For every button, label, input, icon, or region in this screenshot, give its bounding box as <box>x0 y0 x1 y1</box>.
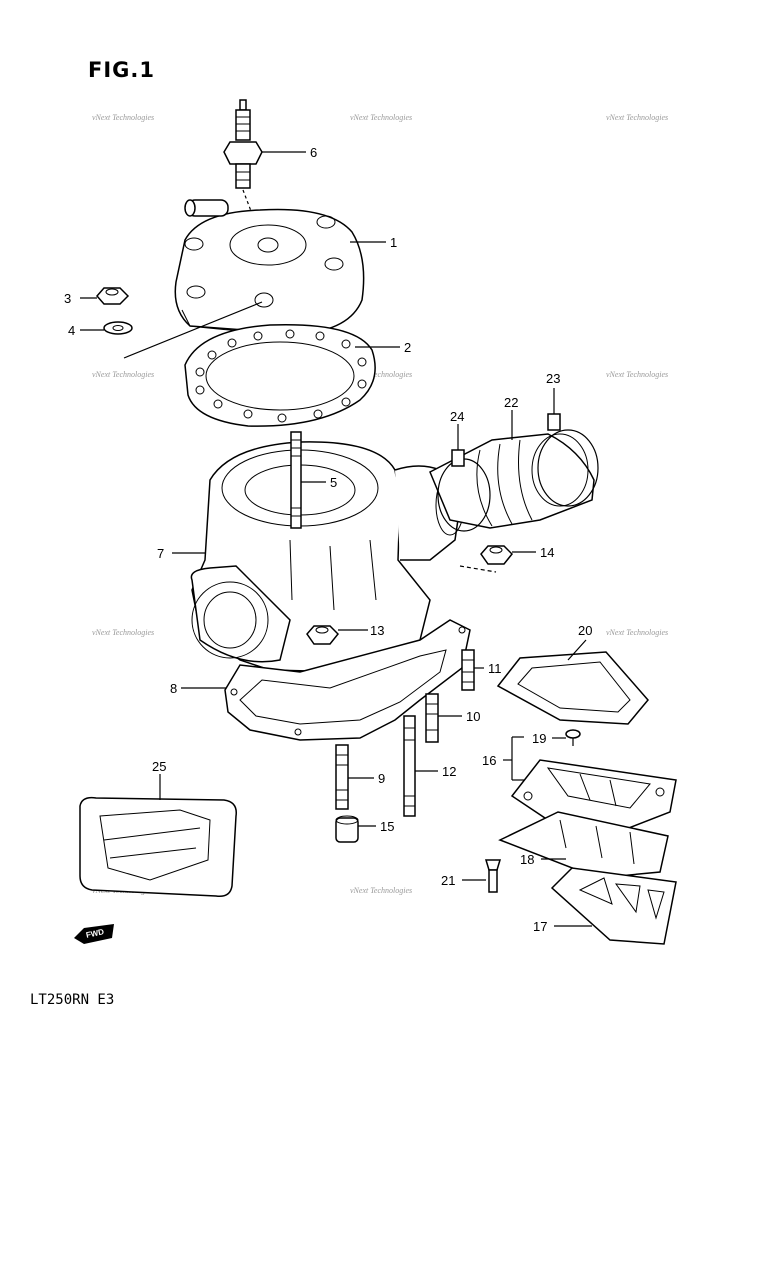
stud-9-part <box>335 744 349 810</box>
callout-5: 5 <box>330 475 338 490</box>
callout-11: 11 <box>488 661 502 676</box>
intake-pipe-part <box>429 433 595 529</box>
model-code: LT250RN E3 <box>30 992 115 1008</box>
callout-21: 21 <box>441 873 456 888</box>
clamp-24-part <box>437 449 491 532</box>
callout-13: 13 <box>370 623 385 638</box>
cylinder-head-part <box>174 199 365 335</box>
callout-15: 15 <box>380 819 395 834</box>
callout-25: 25 <box>152 759 167 774</box>
callout-7: 7 <box>157 546 165 561</box>
fwd-arrow-icon <box>74 924 114 944</box>
stud-10-part <box>425 693 439 743</box>
washer-part <box>103 301 263 359</box>
callout-20: 20 <box>578 623 593 638</box>
watermark: vNext Technologies <box>92 628 155 637</box>
watermark: vNext Technologies <box>606 370 669 379</box>
callout-18: 18 <box>520 852 535 867</box>
gasket-set-part <box>79 796 237 898</box>
stud-12-part <box>403 715 416 817</box>
base-gasket-part <box>224 619 471 741</box>
callout-19: 19 <box>532 731 547 746</box>
clamp-23-part <box>537 413 599 507</box>
reed-plate-part <box>498 811 669 879</box>
callout-10: 10 <box>466 709 481 724</box>
callout-6: 6 <box>310 145 318 160</box>
head-gasket-part <box>184 323 376 427</box>
callout-4: 4 <box>68 323 76 338</box>
figure-title: FIG.1 <box>88 58 155 82</box>
callout-3: 3 <box>64 291 72 306</box>
callout-12: 12 <box>442 764 457 779</box>
callout-9: 9 <box>378 771 386 786</box>
watermark: vNext Technologies <box>606 113 669 122</box>
watermark: vNext Technologies <box>92 113 155 122</box>
watermark: vNext Technologies <box>606 628 669 637</box>
callout-14: 14 <box>540 545 555 560</box>
callout-22: 22 <box>504 395 519 410</box>
watermark: vNext Technologies <box>350 886 413 895</box>
stud-5-part <box>290 431 302 529</box>
watermark: vNext Technologies <box>350 370 413 379</box>
leader-lines <box>80 151 592 927</box>
watermark: vNext Technologies <box>92 370 155 379</box>
callout-24: 24 <box>450 409 465 424</box>
nut-14-part <box>459 545 514 573</box>
callout-8: 8 <box>170 681 178 696</box>
head-nut-part <box>96 287 130 305</box>
callout-17: 17 <box>533 919 548 934</box>
callout-16: 16 <box>482 753 497 768</box>
reed-stopper-part <box>550 867 677 945</box>
stud-11-part <box>461 649 475 691</box>
watermark: vNext Technologies <box>350 113 413 122</box>
screw-19-part <box>565 729 581 746</box>
dowel-pin-part <box>335 815 359 843</box>
reed-gasket-part <box>496 651 649 725</box>
nut-13-part <box>306 625 340 645</box>
callout-1: 1 <box>390 235 398 250</box>
callout-2: 2 <box>404 340 412 355</box>
callout-23: 23 <box>546 371 561 386</box>
screw-21-part <box>484 859 502 893</box>
